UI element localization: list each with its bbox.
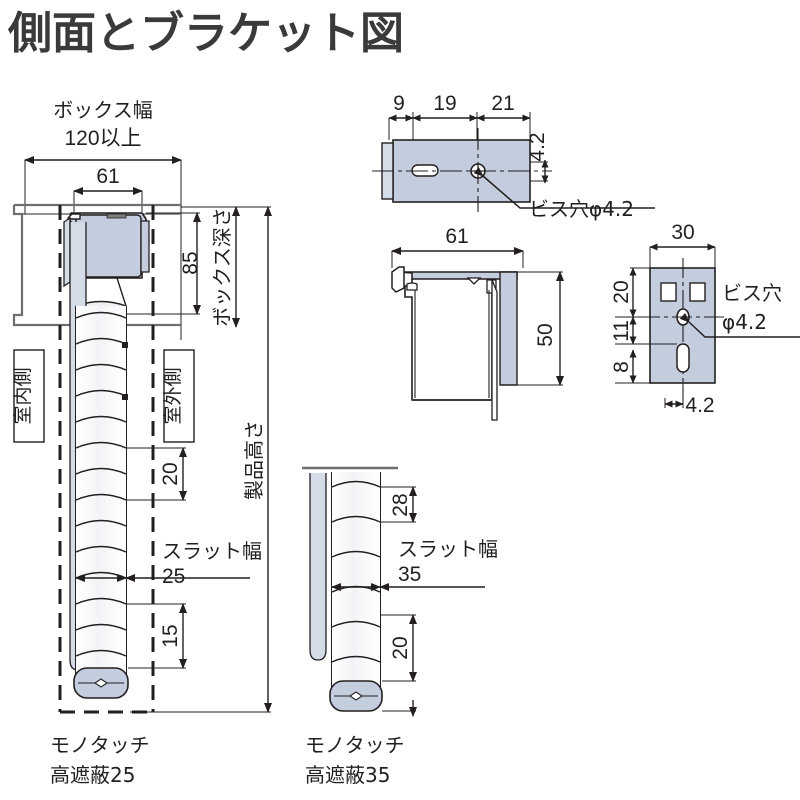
bracket-top-dimensions [388, 112, 531, 160]
screw-hole-label-front-2: φ4.2 [722, 310, 767, 334]
headbox-61-dimension [391, 247, 524, 268]
box-depth-label: ボックス深さ [210, 207, 234, 326]
bottom-rail-25 [73, 667, 129, 699]
product-height-label: 製品高さ [242, 420, 266, 500]
slat-pitch-28-dimension [380, 486, 417, 523]
screw-hole-leader [473, 167, 655, 209]
text-layer: ボックス幅 120以上 61 85 ボックス深さ 製品高さ 室内側 室外側 20… [12, 92, 782, 787]
headbox-section-height: 50 [534, 323, 557, 346]
bracket-front-8: 8 [610, 361, 633, 373]
page-title: 側面とブラケット図 [8, 9, 404, 58]
bracket-side-view [372, 112, 655, 212]
bracket-front-view [615, 243, 800, 408]
bracket-dim-42: 4.2 [526, 132, 549, 161]
caption-35-line1: モノタッチ [305, 733, 405, 757]
slat-width-value-35: 35 [398, 563, 421, 586]
screw-hole-label-top: ビス穴φ4.2 [529, 197, 634, 221]
caption-35-line2: 高遮蔽35 [305, 763, 390, 787]
bracket-vertical-slot [676, 343, 690, 373]
middle-side-elevation [302, 466, 485, 717]
indoor-label-box [13, 349, 45, 443]
slat-stack-35 [331, 472, 381, 690]
outdoor-label: 室外側 [162, 367, 184, 424]
headbox-section-width: 61 [445, 225, 468, 248]
bracket-dim-9: 9 [393, 92, 405, 115]
bracket-front-20: 20 [610, 280, 633, 303]
slat-pitch-28: 28 [389, 493, 412, 516]
slat-width-value-25: 25 [162, 565, 185, 588]
bracket-left-dimensions [615, 267, 677, 384]
left-side-elevation [12, 156, 272, 714]
box-depth-value: 85 [179, 251, 202, 274]
headbox-width-value: 61 [96, 165, 119, 188]
slat-width-label-25: スラット幅 [162, 539, 262, 563]
headbox-width-dimension [73, 187, 143, 212]
indoor-label: 室内側 [12, 367, 34, 424]
box-depth-85-dimension [126, 212, 201, 315]
headbox-cross-section [391, 247, 564, 421]
bracket-front-42: 4.2 [685, 394, 714, 417]
bracket-dim-19: 19 [433, 92, 456, 115]
caption-25-line2: 高遮蔽25 [50, 763, 135, 787]
slat-pitch-20-dimension [126, 447, 187, 501]
bracket-front-11: 11 [610, 320, 633, 342]
bottom-20-dimension-35 [380, 614, 417, 682]
outdoor-label-box [163, 349, 195, 443]
bracket-30-dimension [649, 243, 716, 268]
slat-pitch-20: 20 [159, 462, 182, 485]
bracket-square-hole-right [689, 282, 706, 302]
bracket-42-bottom-dimension [664, 383, 684, 408]
bottom-rail-35 [329, 680, 383, 712]
bracket-front-width: 30 [671, 221, 694, 244]
screw-hole-label-front-1: ビス穴 [722, 281, 782, 305]
box-width-label: ボックス幅 [53, 98, 152, 122]
headbox-assembly [63, 212, 150, 307]
slat-stack-25 [75, 306, 128, 676]
slat-width-label-35: スラット幅 [398, 537, 498, 561]
product-height-dimension [130, 206, 272, 713]
bottom-dim-20-35: 20 [389, 636, 412, 659]
screw-hole-leader-front [679, 312, 800, 338]
bracket-42-dimension [530, 159, 549, 184]
bottom-dim-15: 15 [159, 624, 182, 647]
lift-cord-35 [309, 473, 327, 661]
box-width-value: 120以上 [64, 127, 141, 150]
bracket-dim-21: 21 [491, 92, 514, 115]
bottom-15-dimension [126, 603, 187, 669]
caption-25-line1: モノタッチ [50, 733, 150, 757]
bracket-square-hole-left [660, 282, 677, 302]
headbox-50-dimension [517, 271, 564, 386]
